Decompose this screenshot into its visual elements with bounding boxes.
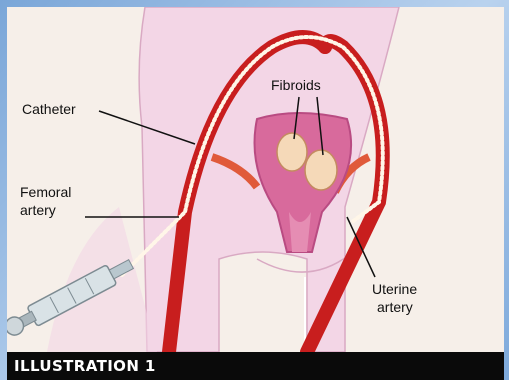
fibroid-left <box>277 133 307 171</box>
uterine-artery-label-line2: artery <box>377 299 413 316</box>
uterine-artery-label-line1: Uterine <box>372 281 417 298</box>
femoral-artery-label-line2: artery <box>20 202 56 219</box>
catheter-label: Catheter <box>22 101 76 118</box>
anatomy-diagram <box>7 7 504 352</box>
fibroid-right <box>305 150 337 190</box>
femoral-artery-label-line1: Femoral <box>20 184 71 201</box>
fibroids-label: Fibroids <box>271 77 321 94</box>
caption-bar: ILLUSTRATION 1 <box>7 352 504 380</box>
diagram-panel: Catheter Fibroids Femoral artery Uterine… <box>7 7 504 352</box>
caption-text: ILLUSTRATION 1 <box>14 357 156 375</box>
